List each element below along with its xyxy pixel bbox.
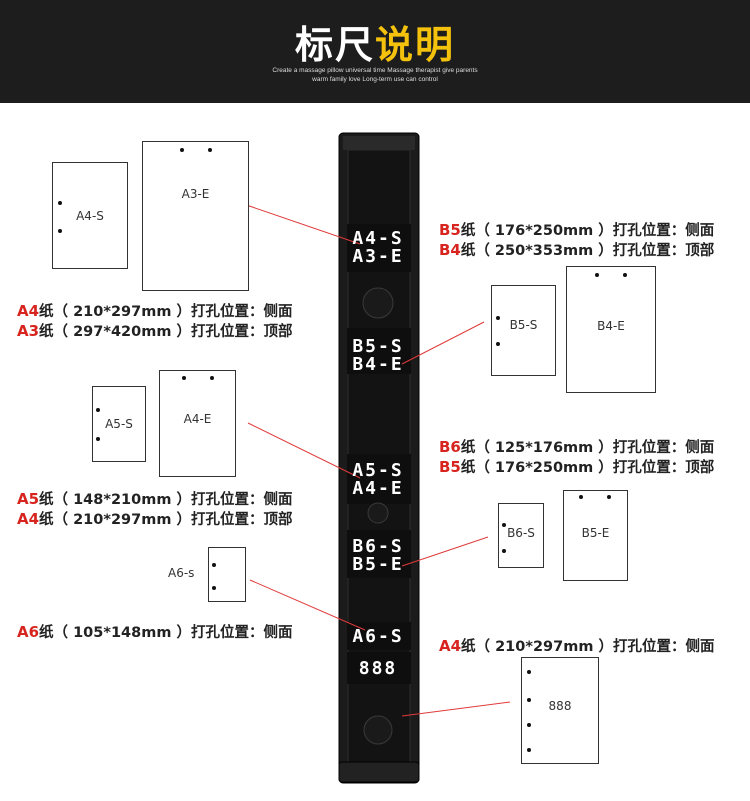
- page-subtitle: Create a massage pillow universal time M…: [272, 67, 478, 83]
- paper-b5e: B5-E: [563, 490, 628, 581]
- pointer-line: [247, 422, 361, 479]
- ruler-hole: [363, 715, 393, 745]
- paper-b6s: B6-S: [498, 503, 544, 568]
- pointer-line: [401, 321, 485, 365]
- ruler-top-cap: [343, 136, 415, 150]
- ruler-label-888: 888: [358, 658, 398, 679]
- ruler-label-a6s: A6-S: [352, 626, 404, 647]
- paper-a6s-label: A6-s: [168, 566, 195, 580]
- paper-a5s: A5-S: [92, 386, 146, 462]
- page-title: 标尺说明: [294, 23, 456, 67]
- paper-a4e: A4-E: [159, 370, 236, 477]
- desc-a5-a4: A5纸（ 148*210mm ）打孔位置：侧面 A4纸（ 210*297mm ）…: [17, 490, 293, 528]
- desc-b6-b5: B6纸（ 125*176mm ）打孔位置：侧面 B5纸（ 176*250mm ）…: [439, 438, 715, 476]
- pointer-line: [401, 701, 511, 717]
- paper-b5s: B5-S: [491, 285, 556, 376]
- desc-a4-888: A4纸（ 210*297mm ）打孔位置：侧面: [439, 637, 715, 655]
- paper-b4e: B4-E: [566, 266, 656, 393]
- pointer-line: [249, 579, 366, 631]
- ruler-hole: [367, 502, 389, 524]
- desc-b5-b4: B5纸（ 176*250mm ）打孔位置：侧面 B4纸（ 250*353mm ）…: [439, 221, 715, 259]
- desc-a6: A6纸（ 105*148mm ）打孔位置：侧面: [17, 623, 293, 641]
- desc-a4-a3: A4纸（ 210*297mm ）打孔位置：侧面 A3纸（ 297*420mm ）…: [17, 302, 293, 340]
- paper-888: 888: [521, 657, 599, 764]
- ruler-foot: [338, 761, 420, 783]
- ruler-hole: [362, 287, 394, 319]
- header-banner: 标尺说明 Create a massage pillow universal t…: [0, 0, 750, 103]
- paper-a4s: A4-S: [52, 162, 128, 269]
- paper-a6s: [208, 547, 246, 602]
- paper-a3e: A3-E: [142, 141, 249, 291]
- pointer-line: [401, 536, 489, 567]
